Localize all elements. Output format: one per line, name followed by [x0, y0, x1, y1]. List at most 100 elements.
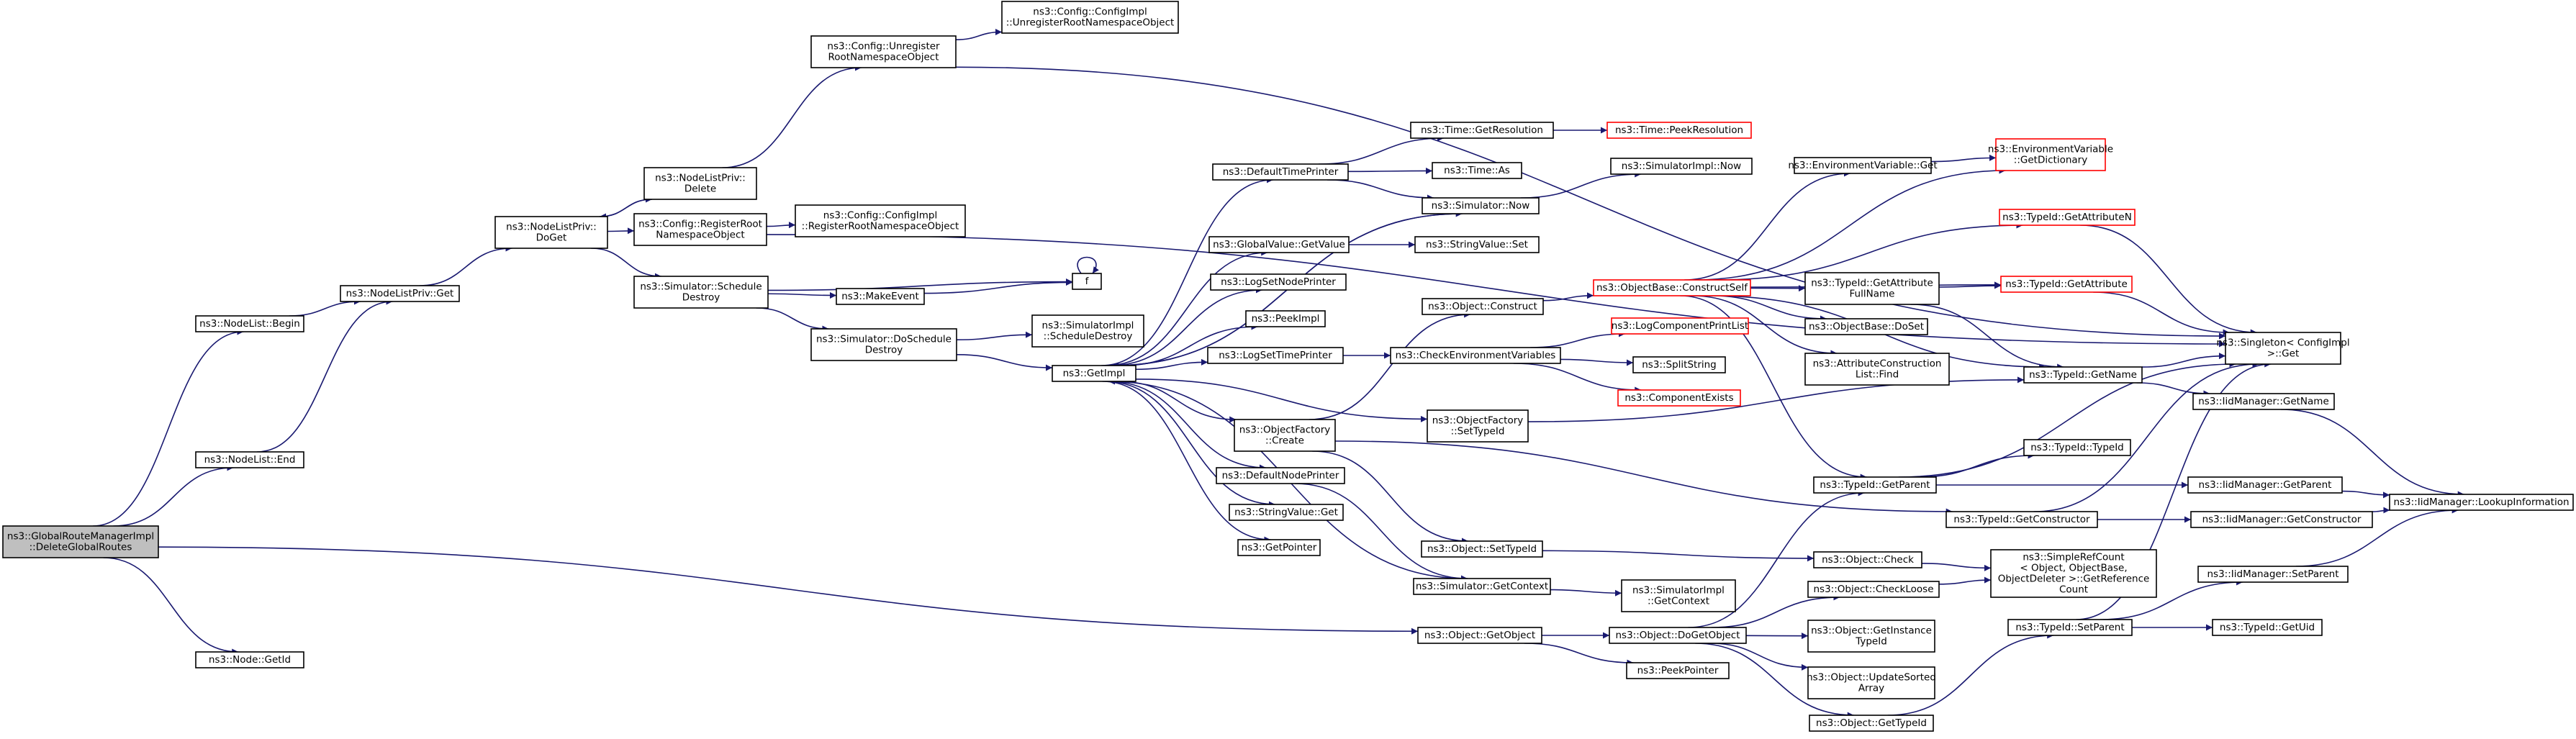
node-log-set-node-printer[interactable]: ns3::LogSetNodePrinter — [1210, 273, 1347, 291]
node-time-as[interactable]: ns3::Time::As — [1432, 162, 1522, 179]
node-iidm-getname[interactable]: ns3::IidManager::GetName — [2192, 393, 2335, 410]
node-time-getres[interactable]: ns3::Time::GetResolution — [1410, 122, 1554, 139]
node-label: List::Find — [1856, 369, 1899, 381]
node-env-get[interactable]: ns3::EnvironmentVariable::Get — [1788, 157, 1938, 174]
node-objbase-construct-self[interactable]: ns3::ObjectBase::ConstructSelf — [1593, 279, 1751, 296]
node-label: ::RegisterRootNamespaceObject — [802, 221, 959, 232]
node-simimpl-now[interactable]: ns3::SimulatorImpl::Now — [1610, 158, 1753, 175]
node-obj-construct[interactable]: ns3::Object::Construct — [1422, 298, 1544, 315]
node-cfg-unreg[interactable]: ns3::Config::UnregisterRootNamespaceObje… — [810, 35, 957, 68]
node-label: ns3::LogSetTimePrinter — [1219, 350, 1332, 361]
node-label: ns3::Config::ConfigImpl — [1033, 6, 1147, 18]
node-nlp-get[interactable]: ns3::NodeListPriv::Get — [340, 285, 460, 302]
node-sim-getcontext[interactable]: ns3::Simulator::GetContext — [1413, 578, 1551, 595]
node-sim-schedule-destroy[interactable]: ns3::Simulator::ScheduleDestroy — [633, 276, 769, 309]
node-env-getdict[interactable]: ns3::EnvironmentVariable::GetDictionary — [1988, 138, 2113, 171]
edge-cfg-reg-to-singleton-get — [766, 234, 2226, 348]
node-label: ns3::Node::GetId — [209, 654, 291, 666]
node-check-env-vars[interactable]: ns3::CheckEnvironmentVariables — [1390, 347, 1561, 364]
node-log-set-time-printer[interactable]: ns3::LogSetTimePrinter — [1207, 347, 1344, 364]
node-tid-setparent[interactable]: ns3::TypeId::SetParent — [2007, 619, 2133, 636]
edge-default-time-printer-to-time-getres — [1319, 135, 1444, 165]
node-nl-end[interactable]: ns3::NodeList::End — [195, 451, 304, 468]
node-label: Count — [2059, 584, 2088, 596]
node-tid-getparent[interactable]: ns3::TypeId::GetParent — [1813, 476, 1937, 494]
node-nl-begin[interactable]: ns3::NodeList::Begin — [195, 315, 304, 332]
edge-env-get-to-env-getdict — [1930, 154, 1997, 163]
node-box — [1207, 347, 1344, 364]
node-simimpl-schedule-destroy[interactable]: ns3::SimulatorImpl::ScheduleDestroy — [1031, 314, 1144, 348]
node-root[interactable]: ns3::GlobalRouteManagerImpl::DeleteGloba… — [2, 525, 159, 558]
node-label: ns3::ObjectBase::ConstructSelf — [1596, 282, 1748, 294]
node-getpointer[interactable]: ns3::GetPointer — [1237, 539, 1321, 556]
node-box — [1410, 122, 1554, 139]
node-make-event[interactable]: ns3::MakeEvent — [836, 288, 925, 305]
node-tid-getuid[interactable]: ns3::TypeId::GetUid — [2212, 619, 2323, 636]
node-label: ns3::IidManager::GetName — [2198, 396, 2329, 407]
node-obj-gettypeid[interactable]: ns3::Object::GetTypeId — [1809, 715, 1934, 732]
node-sim-now[interactable]: ns3::Simulator::Now — [1422, 197, 1540, 214]
node-nlp-delete[interactable]: ns3::NodeListPriv::Delete — [643, 167, 757, 200]
node-obj-checkloose[interactable]: ns3::Object::CheckLoose — [1807, 581, 1940, 598]
node-singleton-get[interactable]: ns3::Singleton< ConfigImpl >::Get — [2216, 332, 2350, 365]
node-iidm-setparent[interactable]: ns3::IidManager::SetParent — [2197, 566, 2349, 583]
node-cfg-reg[interactable]: ns3::Config::RegisterRootNamespaceObject — [633, 213, 767, 246]
node-simple-ref-count[interactable]: ns3::SimpleRefCount< Object, ObjectBase,… — [1990, 549, 2157, 598]
node-tid-getattr[interactable]: ns3::TypeId::GetAttribute — [2000, 276, 2133, 293]
node-tid-typeid[interactable]: ns3::TypeId::TypeId — [2023, 439, 2131, 456]
node-default-time-printer[interactable]: ns3::DefaultTimePrinter — [1212, 163, 1349, 181]
node-default-node-printer[interactable]: ns3::DefaultNodePrinter — [1216, 467, 1345, 484]
node-sv-set[interactable]: ns3::StringValue::Set — [1414, 236, 1540, 253]
edge-tid-getattr-fullname-to-tid-getname — [1910, 304, 2064, 371]
node-label: ns3::Simulator::Now — [1432, 200, 1530, 212]
node-log-component-print-list[interactable]: ns3::LogComponentPrintList — [1611, 317, 1749, 335]
node-obj-getobject[interactable]: ns3::Object::GetObject — [1417, 627, 1542, 644]
node-nlp-doget[interactable]: ns3::NodeListPriv::DoGet — [494, 216, 608, 249]
edge-default-time-printer-to-sim-now — [1327, 179, 1434, 201]
node-cfgimpl-reg[interactable]: ns3::Config::ConfigImpl::RegisterRootNam… — [795, 204, 966, 237]
edge-obj-dogetobject-to-tid-getparent — [1688, 489, 1865, 628]
edge-obj-getobject-to-peek-pointer — [1524, 643, 1634, 666]
node-cfgimpl-unreg[interactable]: ns3::Config::ConfigImpl::UnregisterRootN… — [1001, 1, 1179, 34]
node-label: ns3::Object::DoGetObject — [1615, 630, 1740, 641]
node-obj-check[interactable]: ns3::Object::Check — [1813, 551, 1922, 568]
node-peek-pointer[interactable]: ns3::PeekPointer — [1626, 662, 1730, 679]
node-node-getid[interactable]: ns3::Node::GetId — [195, 651, 304, 668]
node-iidm-lookup[interactable]: ns3::IidManager::LookupInformation — [2389, 494, 2574, 511]
node-iidm-getparent[interactable]: ns3::IidManager::GetParent — [2187, 476, 2343, 494]
node-box — [1072, 273, 1102, 290]
node-box — [1621, 579, 1736, 612]
node-obj-settypeid[interactable]: ns3::Object::SetTypeId — [1421, 540, 1543, 558]
node-gv-getvalue[interactable]: ns3::GlobalValue::GetValue — [1208, 236, 1350, 253]
node-box — [1804, 353, 1950, 386]
node-component-exists[interactable]: ns3::ComponentExists — [1617, 389, 1741, 407]
edge-objbase-construct-self-to-tid-getattrn — [1716, 222, 2023, 281]
node-box — [633, 276, 769, 309]
node-of-settypeid[interactable]: ns3::ObjectFactory::SetTypeId — [1427, 409, 1529, 443]
node-label: ns3::TypeId::GetAttribute — [2005, 278, 2128, 290]
node-peekimpl[interactable]: ns3::PeekImpl — [1245, 310, 1326, 327]
node-tid-getconstructor[interactable]: ns3::TypeId::GetConstructor — [1945, 511, 2098, 528]
node-label: ns3::Config::ConfigImpl — [823, 210, 937, 222]
node-simimpl-getcontext[interactable]: ns3::SimulatorImpl::GetContext — [1621, 579, 1736, 612]
node-obj-dogetobject[interactable]: ns3::Object::DoGetObject — [1609, 627, 1747, 644]
node-box — [1593, 279, 1751, 296]
node-tid-getname[interactable]: ns3::TypeId::GetName — [2023, 366, 2143, 384]
node-iidm-getconstructor[interactable]: ns3::IidManager::GetConstructor — [2190, 511, 2373, 528]
node-box — [1417, 627, 1542, 644]
node-time-peekres[interactable]: ns3::Time::PeekResolution — [1606, 122, 1752, 139]
node-sv-get[interactable]: ns3::StringValue::Get — [1229, 504, 1344, 521]
node-of-create[interactable]: ns3::ObjectFactory::Create — [1234, 419, 1336, 452]
node-tid-getattrn[interactable]: ns3::TypeId::GetAttributeN — [1999, 209, 2136, 226]
node-getimpl[interactable]: ns3::GetImpl — [1052, 365, 1136, 382]
node-box — [1229, 504, 1344, 521]
node-objbase-doset[interactable]: ns3::ObjectBase::DoSet — [1804, 318, 1928, 335]
node-f[interactable]: f — [1072, 273, 1102, 290]
node-split-string[interactable]: ns3::SplitString — [1632, 356, 1726, 373]
node-label: ns3::StringValue::Get — [1234, 507, 1338, 518]
